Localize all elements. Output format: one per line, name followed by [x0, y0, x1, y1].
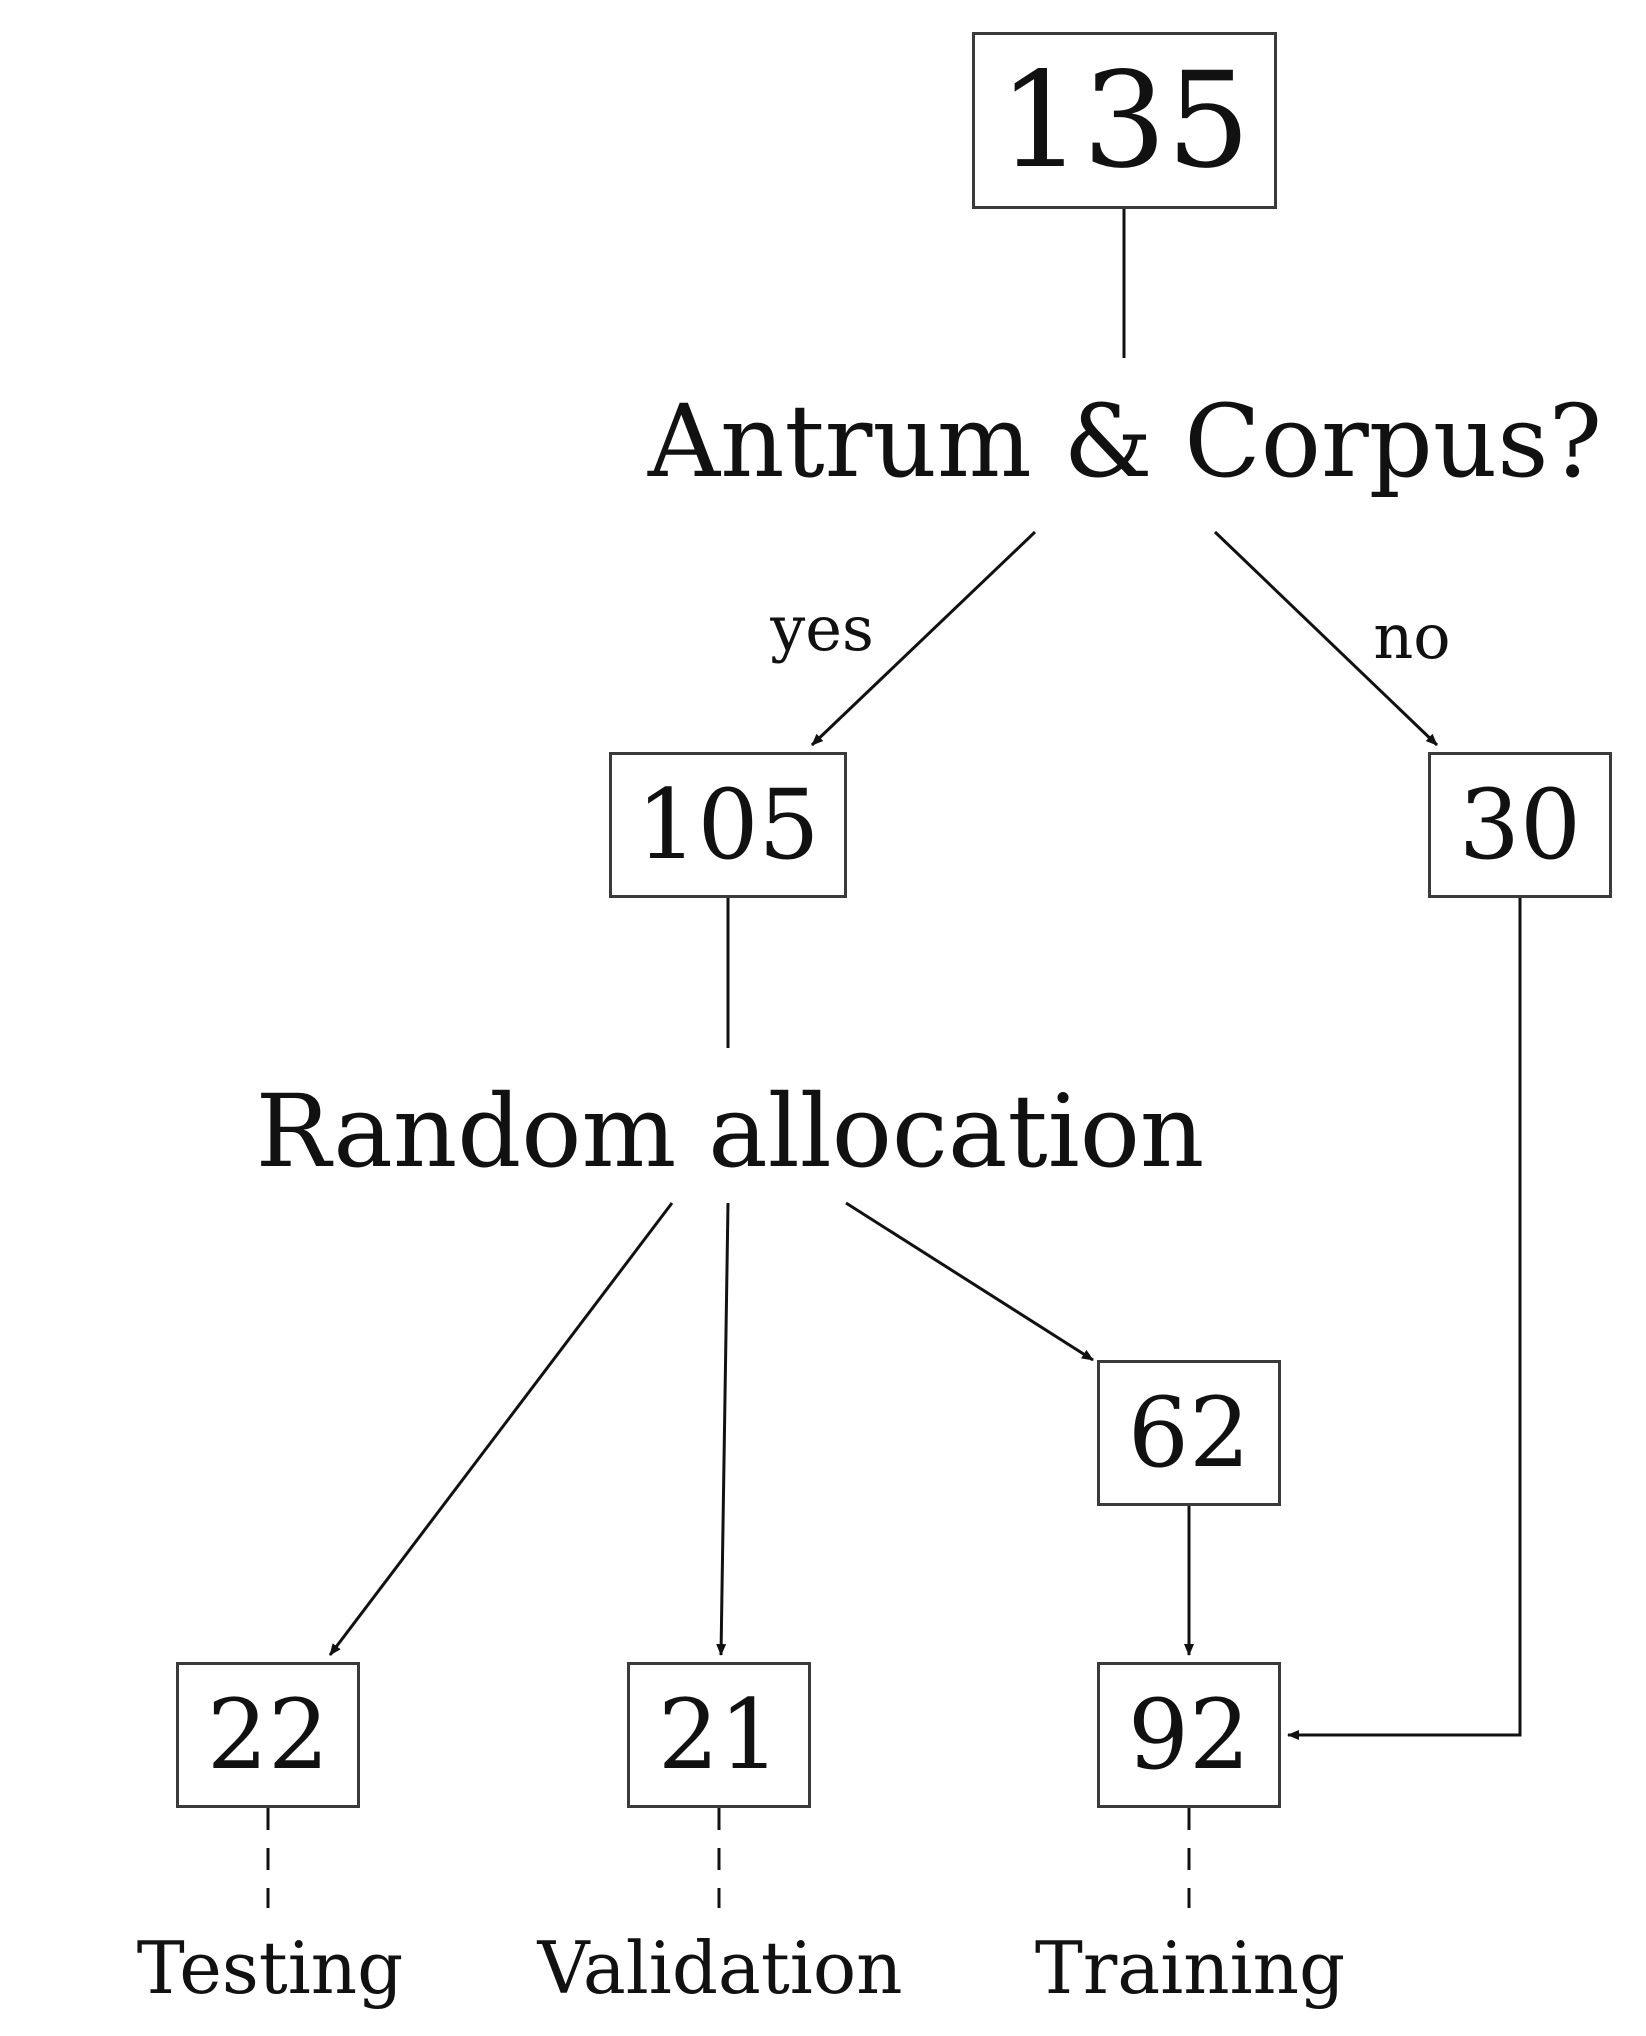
testing-count: 22	[206, 1679, 330, 1791]
no-node-to-training-arrow	[1287, 898, 1522, 1740]
allocation-to-validation-arrow	[716, 1202, 730, 1656]
allocation-to-testing-arrow	[328, 1202, 674, 1656]
yes-count: 105	[636, 769, 820, 881]
yes-count-box: 105	[609, 752, 847, 898]
training-label: Training	[1034, 1926, 1346, 2010]
intermediate-count: 62	[1127, 1377, 1251, 1489]
testing-label: Testing	[136, 1926, 404, 2010]
testing-count-box: 22	[176, 1662, 360, 1808]
validation-label: Validation	[537, 1926, 903, 2010]
no-count-box: 30	[1428, 752, 1612, 898]
root-count: 135	[998, 43, 1251, 198]
allocation-to-62-arrow	[845, 1201, 1094, 1362]
training-count: 92	[1127, 1679, 1251, 1791]
yes-branch-label: yes	[770, 592, 874, 665]
decision-question: Antrum & Corpus?	[647, 383, 1603, 500]
no-arrow	[1213, 530, 1439, 747]
training-count-box: 92	[1097, 1662, 1281, 1808]
root-count-box: 135	[972, 32, 1277, 209]
no-branch-label: no	[1373, 600, 1451, 673]
validation-count: 21	[657, 1679, 781, 1791]
intermediate-count-box: 62	[1097, 1360, 1281, 1506]
yes-arrow	[810, 530, 1037, 747]
validation-count-box: 21	[627, 1662, 811, 1808]
no-count: 30	[1458, 769, 1582, 881]
allocation-step-label: Random allocation	[255, 1073, 1205, 1190]
